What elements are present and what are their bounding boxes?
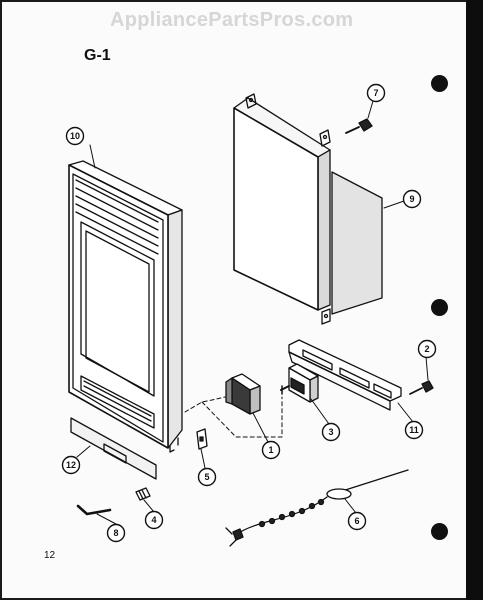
- callout-circle-8: [106, 523, 126, 543]
- part-front-panel: [68, 160, 183, 453]
- part-wire-lead: [225, 469, 409, 547]
- part-outer-cabinet: [233, 93, 383, 325]
- callout-label-8: 8: [113, 528, 118, 538]
- part-screw-top: [345, 118, 373, 134]
- callout-circle-1: [261, 440, 281, 460]
- callout-label-7: 7: [373, 88, 378, 98]
- callout-label-3: 3: [328, 427, 333, 437]
- callout-label-5: 5: [204, 472, 209, 482]
- callout-circle-9: [402, 189, 422, 209]
- callout-label-12: 12: [66, 460, 76, 470]
- part-plug: [196, 428, 208, 450]
- binder-hole-middle: [431, 299, 448, 316]
- callout-circle-7: [366, 83, 386, 103]
- part-hex-key: [76, 504, 112, 516]
- callout-circle-3: [321, 422, 341, 442]
- binder-hole-bottom: [431, 523, 448, 540]
- frame-border-bottom: [0, 598, 483, 600]
- frame-border-right: [466, 0, 483, 600]
- callout-circle-4: [144, 510, 164, 530]
- callout-label-9: 9: [409, 194, 414, 204]
- callout-circle-12: [61, 455, 81, 475]
- callout-circle-2: [417, 339, 437, 359]
- page-title: G-1: [84, 47, 111, 64]
- callout-circle-11: [404, 420, 424, 440]
- callout-label-2: 2: [424, 344, 429, 354]
- part-fitting: [135, 487, 151, 501]
- part-valve-assembly: [280, 363, 319, 403]
- page-number: 12: [44, 550, 56, 561]
- callout-label-4: 4: [151, 515, 156, 525]
- part-screw-right: [409, 380, 434, 395]
- callout-circle-6: [347, 511, 367, 531]
- callout-label-6: 6: [354, 516, 359, 526]
- callout-label-1: 1: [268, 445, 273, 455]
- part-kick-plate: [70, 417, 157, 480]
- binder-hole-top: [431, 75, 448, 92]
- part-control-module: [225, 373, 261, 415]
- callout-circle-5: [197, 467, 217, 487]
- frame-border-left: [0, 0, 2, 600]
- frame-border-top: [0, 0, 483, 2]
- part-mounting-bracket: [288, 339, 402, 411]
- callout-label-10: 10: [70, 131, 80, 141]
- callout-label-11: 11: [409, 425, 419, 435]
- callout-circle-10: [65, 126, 85, 146]
- watermark: AppliancePartsPros.com: [110, 9, 354, 31]
